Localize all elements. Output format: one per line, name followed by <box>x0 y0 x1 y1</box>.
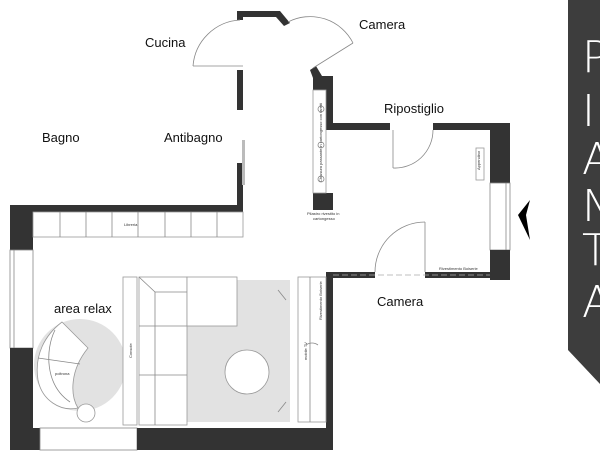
room-label-camera-top: Camera <box>359 17 406 32</box>
doors <box>192 16 490 276</box>
room-label-cucina: Cucina <box>145 35 186 50</box>
banner-letter: P <box>582 32 600 83</box>
pianta-banner: P I A N T A <box>568 0 600 384</box>
label-rivestimento-vertical: Rivestimento Boiserie <box>318 281 323 320</box>
coffee-table <box>224 349 270 395</box>
label-pilastro-1: Pilastro rivestito in <box>307 211 339 216</box>
banner-letter: I <box>582 86 595 137</box>
room-label-camera-bottom: Camera <box>377 294 424 309</box>
label-console: Console <box>128 343 133 358</box>
label-poltrona: poltrona <box>55 371 70 376</box>
banner-letter: A <box>582 277 600 328</box>
walls <box>9 11 511 451</box>
side-table <box>76 403 96 423</box>
armchair <box>36 321 89 410</box>
ottoman <box>186 276 238 327</box>
banner-letter: T <box>582 225 600 276</box>
entrance-arrow-icon <box>518 200 530 240</box>
label-rivestimento-horizontal: Rivestimento Boiserie <box>439 266 478 271</box>
console <box>122 276 138 426</box>
banner-letter: A <box>582 134 600 185</box>
label-chiusura: Chiusura passante in cartongesso con far… <box>318 103 323 182</box>
label-mobile-tv: mobile TV <box>303 342 308 360</box>
banner-letter: N <box>582 181 600 232</box>
pilastro <box>313 193 333 210</box>
label-pilastro-2: cartongesso <box>313 216 336 221</box>
room-label-ripostiglio: Ripostiglio <box>384 101 444 116</box>
room-label-antibagno: Antibagno <box>164 130 223 145</box>
sofa <box>138 276 188 426</box>
bookshelf <box>32 211 244 238</box>
room-label-bagno: Bagno <box>42 130 80 145</box>
room-label-area-relax: area relax <box>54 301 112 316</box>
label-appendino: Appendino <box>476 150 481 170</box>
label-libreria: Libreria <box>124 222 138 227</box>
tv-unit <box>277 276 327 423</box>
coat-rack <box>475 147 485 181</box>
